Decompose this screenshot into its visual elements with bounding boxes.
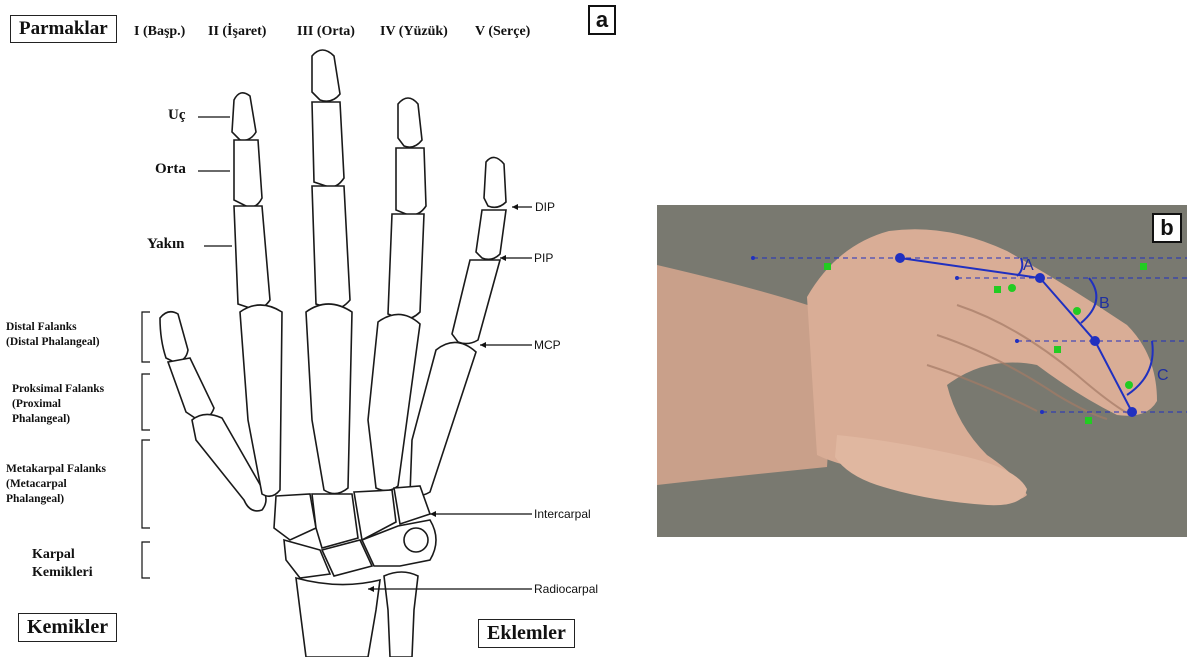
angle-label-a: A (1023, 257, 1034, 275)
panel-b-tag: b (1153, 214, 1181, 242)
hand-angle-photo (657, 205, 1187, 537)
angle-label-b: B (1099, 295, 1110, 313)
carpal-bones (274, 486, 436, 578)
angle-label-c: C (1157, 367, 1169, 385)
hand-skeleton-illustration (0, 0, 640, 657)
forearm-bones (296, 572, 418, 657)
panel-b-photo: A B C b (657, 205, 1187, 537)
index-finger-bones (232, 93, 282, 496)
middle-finger-bones (306, 50, 352, 494)
